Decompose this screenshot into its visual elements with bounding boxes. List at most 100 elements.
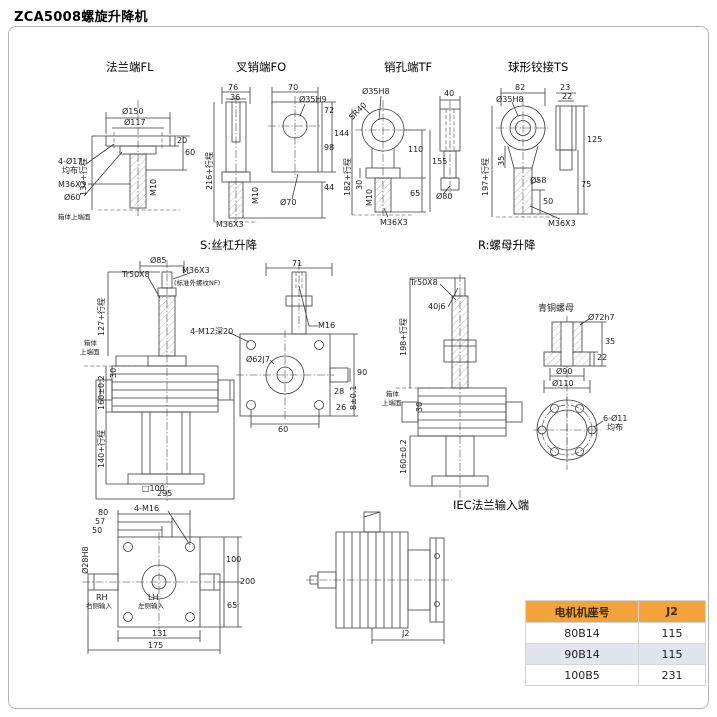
motor-table: 电机机座号 J2 80B14 115 90B14 115 100B5 231	[525, 600, 706, 686]
fo-dim-76: 76	[228, 83, 239, 92]
s-dim-stroke-bottom: 140+行程	[97, 430, 106, 468]
r-section-title: R:螺母升降	[478, 238, 536, 252]
ts-dim-dia58: Ø58	[530, 176, 547, 185]
s-section-title: S:丝杠升降	[200, 238, 258, 252]
nut-dim-holes: 6-Ø11	[603, 414, 628, 423]
page-border	[8, 26, 709, 709]
fl-dim-m10: M10	[149, 178, 158, 196]
plan-dim-200: 200	[240, 577, 256, 586]
tf-dim-thread: M36X3	[380, 218, 408, 227]
table-cell: 80B14	[525, 622, 639, 644]
plan-label-rh: RH	[96, 593, 108, 602]
r-housing-note-2: 上端面	[382, 399, 402, 407]
s-dim-stroke-top: 127+行程	[97, 298, 106, 336]
table-cell: 100B5	[525, 664, 639, 686]
s-dim-60: 60	[278, 425, 289, 434]
ts-dim-50: 50	[543, 197, 554, 206]
tf-dim-m10: M10	[365, 188, 374, 206]
plan-dim-50: 50	[92, 526, 103, 535]
fo-dim-dia70: Ø70	[280, 198, 297, 207]
table-row: 90B14 115	[525, 643, 706, 665]
fo-view-title: 叉销端FO	[236, 60, 287, 74]
ts-drawing	[491, 88, 588, 220]
iec-flange-drawing	[306, 511, 452, 644]
s-dim-bore: Ø62J7	[246, 355, 270, 364]
nut-dim-22: 22	[597, 353, 608, 362]
r-jack-front-drawing	[396, 274, 523, 500]
r-housing-note-1: 箱体	[386, 390, 399, 398]
ts-dim-hole: Ø35H8	[496, 95, 524, 104]
table-header-row: 电机机座号 J2	[525, 600, 706, 623]
fl-dim-60: 60	[185, 148, 196, 157]
fl-dim-holes-note: 均布	[62, 166, 78, 175]
iec-dim-j2: J2	[402, 629, 410, 638]
nut-dim-dia110: Ø110	[552, 379, 574, 388]
table-cell: 115	[638, 643, 706, 665]
bronze-nut-drawing	[533, 316, 606, 470]
tf-dim-40: 40	[444, 89, 455, 98]
s-dim-dia85: Ø85	[150, 256, 167, 265]
s-dim-key: 8±0.1	[349, 385, 358, 410]
s-jack-front-drawing	[84, 260, 235, 502]
s-housing-note-1: 箱体	[84, 339, 97, 347]
s-dim-295: 295	[157, 489, 173, 498]
table-header-cell: 电机机座号	[525, 600, 639, 623]
tf-dim-stroke: 182+行程	[343, 158, 352, 196]
table-header-cell: J2	[638, 600, 706, 623]
s-dim-base: □100	[142, 484, 165, 493]
tf-drawing	[351, 95, 461, 218]
s-dim-thread: M36X3	[182, 266, 210, 275]
ts-dim-125: 125	[587, 135, 603, 144]
table-cell: 90B14	[525, 643, 639, 665]
plan-dim-100: 100	[226, 555, 242, 564]
page-title: ZCA5008螺旋升降机	[14, 10, 148, 25]
s-dim-screw: Tr50X8	[122, 270, 150, 279]
plan-dim-175: 175	[148, 641, 164, 650]
fl-dim-dia117: Ø117	[124, 118, 146, 127]
ts-dim-thread: M36X3	[548, 219, 576, 228]
r-dim-stroke: 198+行程	[399, 318, 408, 356]
r-dim-tip: 40j6	[428, 302, 446, 311]
fo-dim-98: 98	[324, 143, 335, 152]
tf-dim-110: 110	[408, 145, 424, 154]
fo-dim-72: 72	[324, 106, 335, 115]
tf-dim-hole: Ø35H8	[362, 87, 390, 96]
s-dim-28: 28	[334, 387, 345, 396]
tf-dim-155: 155	[432, 157, 448, 166]
ts-view-title: 球形铰接TS	[508, 60, 569, 74]
table-row: 80B14 115	[525, 622, 706, 644]
table-row: 100B5 231	[525, 664, 706, 686]
plan-label-lh-note: 左侧输入	[138, 602, 164, 610]
s-dim-26: 26	[336, 403, 347, 412]
s-dim-holes: 4-M12深20	[190, 327, 234, 336]
plan-dim-holes: 4-M16	[134, 504, 160, 513]
s-dim-71: 71	[292, 259, 303, 268]
fl-dim-dia60: Ø60	[64, 193, 81, 202]
fl-dim-20: 20	[177, 136, 188, 145]
plan-dim-131: 131	[152, 629, 168, 638]
fo-dim-hole: Ø35H9	[299, 95, 327, 104]
ts-dim-82: 82	[515, 83, 526, 92]
fl-dim-thread: M36X3	[58, 180, 86, 189]
s-dim-thread-note: (标准外螺纹NF)	[174, 279, 221, 287]
plan-dim-bore: Ø28H8	[81, 546, 90, 574]
fo-dim-70: 70	[288, 83, 299, 92]
bronze-nut-title: 青铜螺母	[538, 304, 575, 314]
fo-dim-stroke: 216+行程	[205, 152, 214, 190]
nut-dim-holes-note: 均布	[607, 423, 623, 432]
fo-dim-36: 36	[230, 93, 241, 102]
r-dim-160: 160±0.2	[399, 439, 408, 474]
plan-label-rh-note: 右侧输入	[86, 602, 112, 610]
nut-dim-35: 35	[605, 337, 616, 346]
tf-dim-65: 65	[410, 189, 421, 198]
r-dim-screw: Tr50X8	[410, 278, 438, 287]
s-dim-m16: M16	[318, 321, 336, 330]
plan-dim-80: 80	[98, 508, 109, 517]
ts-dim-75: 75	[581, 180, 592, 189]
tf-view-title: 销孔端TF	[384, 60, 433, 74]
fl-view-title: 法兰端FL	[106, 60, 154, 74]
tf-dim-30: 30	[355, 179, 364, 190]
s-housing-note-2: 上端面	[80, 348, 100, 356]
